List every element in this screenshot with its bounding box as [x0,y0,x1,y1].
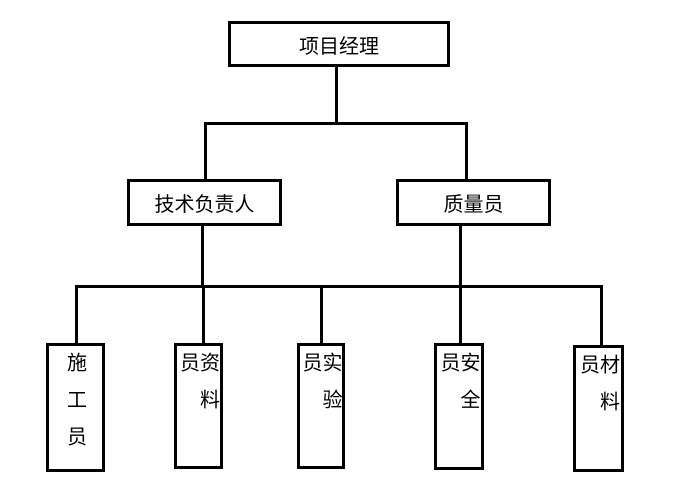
node-safety-officer: 安全员 [434,343,484,470]
node-technical-lead: 技术负责人 [127,179,282,226]
node-test-technician: 实验员 [297,343,345,469]
connector-construction [75,285,78,345]
node-label: 安全员 [437,352,481,426]
node-label: 资料员 [176,352,221,426]
connector-quality-up [465,122,468,181]
node-label: 项目经理 [299,33,379,58]
node-label: 技术负责人 [154,192,255,216]
node-label: 施工员 [63,352,88,463]
connector-level3-bar [75,285,603,288]
node-label: 实验员 [299,352,343,426]
node-quality-inspector: 质量员 [396,179,551,226]
connector-safety [459,285,462,345]
connector-root-down [335,65,338,125]
connector-level2-bar [204,122,468,125]
node-document-clerk: 资料员 [174,343,223,469]
node-construction-worker: 施工员 [46,343,105,472]
node-material-clerk: 材料员 [573,345,624,472]
node-label: 材料员 [576,354,621,428]
connector-document [202,285,205,345]
connector-test [320,285,323,345]
node-label: 质量员 [443,192,504,216]
connector-material [600,285,603,347]
node-project-manager: 项目经理 [228,21,450,67]
connector-tech-up [204,122,207,181]
connector-tech-down [201,224,204,288]
connector-quality-down [459,224,462,288]
